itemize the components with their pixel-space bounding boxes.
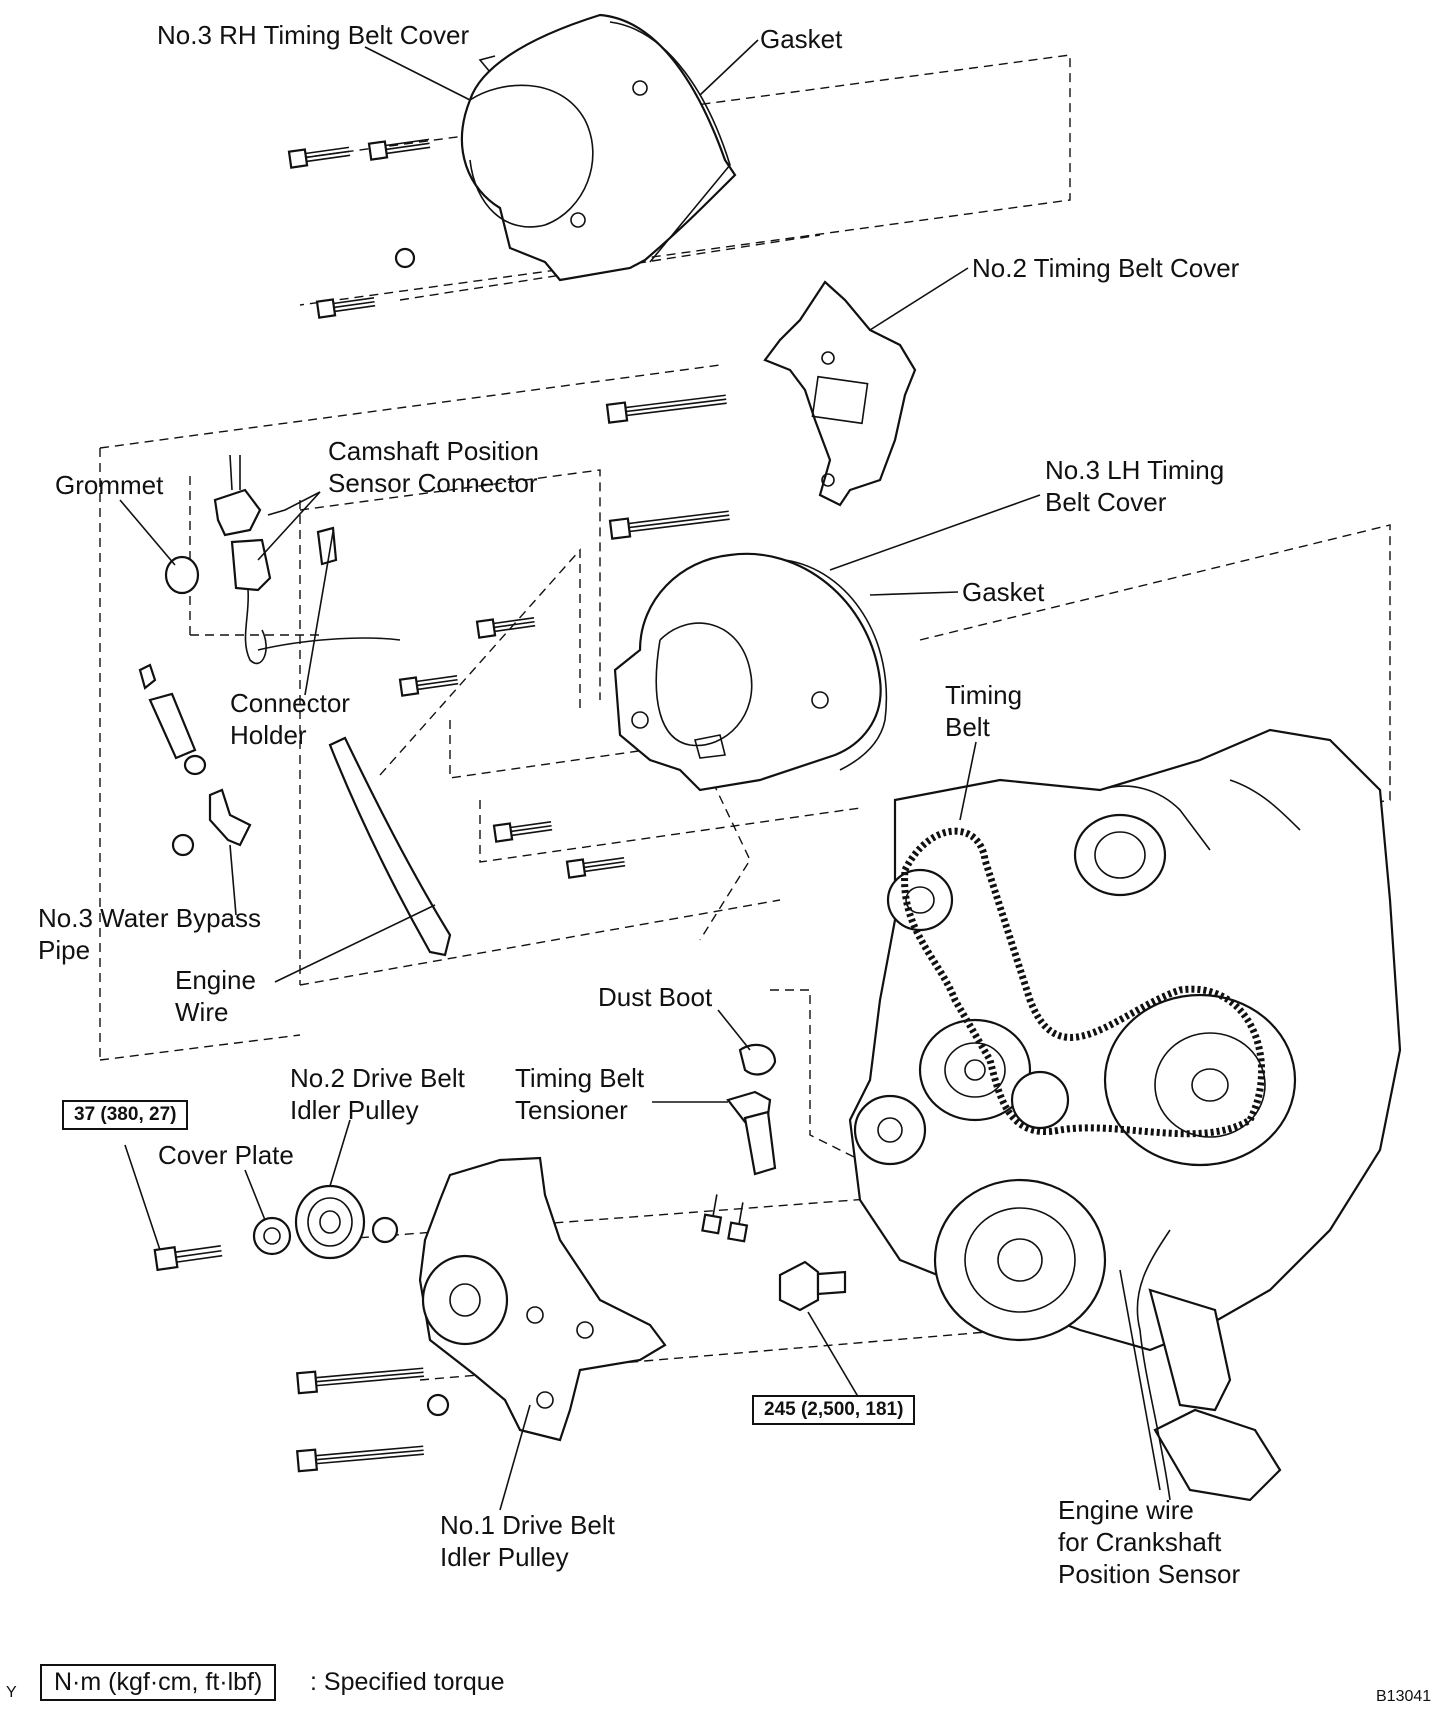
- label-engine-wire-1: Engine: [175, 965, 256, 995]
- label-gasket-mid: Gasket: [962, 577, 1045, 607]
- label-gasket-top: Gasket: [760, 24, 843, 54]
- label-connector-holder-1: Connector: [230, 688, 350, 718]
- figure-id: B13041: [1376, 1688, 1432, 1705]
- label-no2-idler-pulley-1: No.2 Drive Belt: [290, 1063, 465, 1093]
- label-engine-wire-2: Wire: [175, 997, 229, 1027]
- corner-mark: Y: [6, 1684, 17, 1701]
- label-dust-boot: Dust Boot: [598, 982, 713, 1012]
- label-no2-idler-pulley-2: Idler Pulley: [290, 1095, 419, 1125]
- label-no1-idler-pulley-2: Idler Pulley: [440, 1542, 569, 1572]
- timing-belt-tensioner: [726, 1043, 777, 1176]
- label-rh-timing-belt-cover: No.3 RH Timing Belt Cover: [157, 20, 470, 50]
- torque-crankshaft-bolt: 245 (2,500, 181): [752, 1395, 916, 1425]
- legend-torque-text: : Specified torque: [310, 1668, 505, 1696]
- label-no2-timing-belt-cover: No.2 Timing Belt Cover: [972, 253, 1240, 283]
- label-timing-belt-tensioner-1: Timing Belt: [515, 1063, 645, 1093]
- label-camshaft-position-2: Sensor Connector: [328, 468, 538, 498]
- label-connector-holder-2: Holder: [230, 720, 307, 750]
- label-water-bypass-pipe-1: No.3 Water Bypass: [38, 903, 262, 933]
- label-lh-timing-belt-cover-1: No.3 LH Timing: [1045, 455, 1225, 485]
- water-bypass-pipe: [138, 663, 252, 857]
- label-timing-belt-1: Timing: [945, 680, 1023, 710]
- label-cover-plate: Cover Plate: [158, 1140, 294, 1170]
- label-no1-idler-pulley-1: No.1 Drive Belt: [440, 1510, 615, 1540]
- lh-timing-belt-cover: [613, 552, 888, 792]
- label-crankshaft-wire-2: for Crankshaft: [1058, 1527, 1222, 1557]
- bolts: [153, 138, 847, 1473]
- assembly-guide-lines: [99, 54, 1391, 1381]
- label-crankshaft-wire-3: Position Sensor: [1058, 1559, 1241, 1589]
- legend-torque-unit: N·m (kgf·cm, ft·lbf): [40, 1664, 277, 1701]
- label-camshaft-position-1: Camshaft Position: [328, 436, 539, 466]
- engine-wire: [328, 736, 452, 957]
- rh-timing-belt-cover: [460, 13, 737, 282]
- label-lh-timing-belt-cover-2: Belt Cover: [1045, 487, 1167, 517]
- label-timing-belt-tensioner-2: Tensioner: [515, 1095, 628, 1125]
- engine-assembly: [848, 728, 1402, 1502]
- no2-timing-belt-cover: [763, 280, 917, 507]
- label-grommet: Grommet: [55, 470, 164, 500]
- label-timing-belt-2: Belt: [945, 712, 990, 742]
- idler-pulley-assembly: [252, 1156, 667, 1442]
- leader-lines: [119, 39, 1161, 1511]
- label-crankshaft-wire-1: Engine wire: [1058, 1495, 1194, 1525]
- label-water-bypass-pipe-2: Pipe: [38, 935, 91, 965]
- torque-idler-bolt: 37 (380, 27): [62, 1100, 189, 1130]
